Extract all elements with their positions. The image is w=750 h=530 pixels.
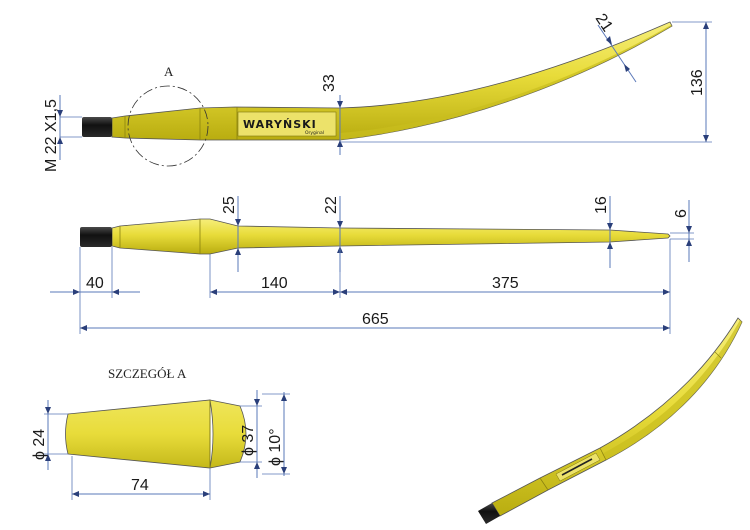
dim-25-label: 25	[221, 196, 238, 214]
top-view-tine-body	[111, 218, 671, 255]
arrowhead	[254, 399, 260, 406]
detail-a: SZCZEGÓŁ A ϕ 24 ϕ 37 ϕ 10° 74	[31, 366, 290, 500]
dia-24-label: ϕ 24	[31, 429, 48, 460]
side-view-thread	[82, 117, 112, 137]
logo-plate	[237, 111, 337, 137]
detail-marker-a: A	[164, 64, 174, 79]
arrowhead	[337, 140, 343, 147]
arrowhead	[235, 219, 241, 226]
len-74-label: 74	[131, 477, 149, 494]
arrowhead	[57, 110, 63, 117]
arrowhead	[57, 137, 63, 144]
dim-140-label: 140	[261, 275, 288, 292]
top-view-thread	[80, 227, 112, 247]
detail-title: SZCZEGÓŁ A	[108, 366, 187, 381]
side-view: WARYŃSKI Oryginal A M 22 X1,5 33 21 136	[43, 11, 712, 172]
detail-shoulder	[209, 399, 247, 469]
dim-6-label: 6	[673, 209, 690, 218]
dim-22-label: 22	[323, 196, 340, 214]
arrowhead	[203, 491, 210, 497]
dim-40-label: 40	[86, 275, 104, 292]
arrowhead	[703, 22, 709, 29]
arrowhead	[607, 242, 613, 249]
dia-37-label: ϕ 37	[240, 425, 257, 456]
iso-logo-mark	[561, 458, 593, 476]
logo-subtext: Oryginal	[305, 130, 324, 136]
arrowhead	[45, 454, 51, 461]
arrowhead	[333, 289, 340, 295]
dim-21-label: 21	[592, 11, 616, 35]
iso-segment-line	[539, 477, 549, 491]
arrowhead	[703, 135, 709, 142]
side-view-tine-body	[111, 21, 673, 141]
arrowhead	[281, 394, 287, 401]
logo-text: WARYŃSKI	[243, 118, 317, 131]
top-view: 25 22 16 6 40 140 375	[50, 196, 694, 334]
dim-136-label: 136	[689, 69, 706, 96]
dim-33-label: 33	[321, 74, 338, 92]
arrowhead	[337, 221, 343, 228]
arrowhead	[210, 289, 217, 295]
arrowhead	[686, 226, 692, 233]
arrowhead	[624, 64, 630, 72]
arrowhead	[254, 462, 260, 469]
iso-tine-body	[491, 317, 743, 517]
dim-375-label: 375	[492, 275, 519, 292]
arrowhead	[663, 325, 670, 331]
arrowhead	[340, 289, 347, 295]
arrowhead	[281, 467, 287, 474]
arrowhead	[80, 325, 87, 331]
detail-circle-a	[127, 85, 209, 167]
iso-segment-line	[714, 351, 722, 359]
dim-16-label: 16	[593, 196, 610, 214]
arrowhead	[606, 36, 612, 45]
arrowhead	[73, 289, 80, 295]
arrowhead	[607, 223, 613, 230]
iso-thread	[478, 503, 500, 524]
arrowhead	[686, 239, 692, 246]
arrowhead	[45, 407, 51, 414]
arrowhead	[72, 491, 79, 497]
thread-label: M 22 X1,5	[43, 99, 60, 172]
arrowhead	[663, 289, 670, 295]
angle-label: ϕ 10°	[267, 428, 284, 466]
isometric-view	[478, 317, 743, 524]
arrowhead	[112, 289, 119, 295]
detail-cone	[65, 399, 211, 469]
dim-21-line	[597, 24, 637, 83]
iso-segment-line	[599, 447, 607, 461]
dim-665-label: 665	[362, 311, 389, 328]
arrowhead	[235, 248, 241, 255]
arrowhead	[337, 101, 343, 108]
